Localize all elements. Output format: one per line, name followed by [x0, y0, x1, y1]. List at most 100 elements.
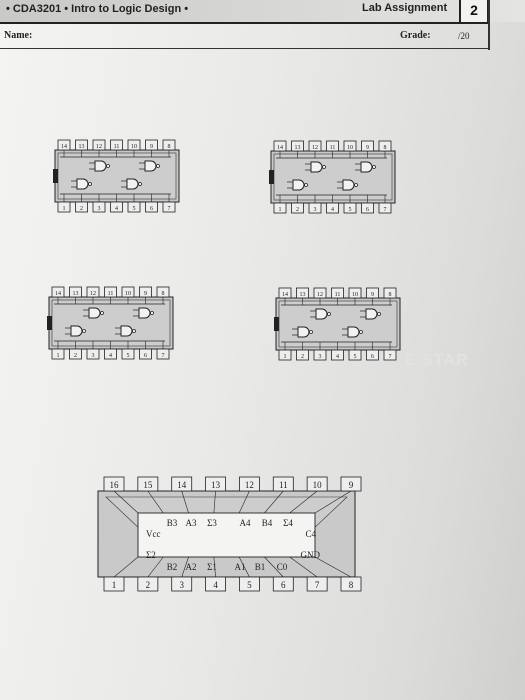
inversion-bubble [309, 330, 313, 334]
chip-pin-label: A1 [235, 562, 246, 572]
pin-number: 5 [247, 580, 252, 590]
pin-number: 13 [295, 145, 301, 151]
pin-lead [314, 556, 352, 578]
chip-pin-label: Σ4 [283, 518, 293, 528]
nand-gate-icon [365, 308, 378, 320]
inversion-bubble [106, 164, 110, 168]
nand-gate-icon [347, 326, 360, 338]
pin-number: 3 [98, 206, 101, 212]
pin-number: 3 [319, 354, 322, 360]
pin-number: 12 [245, 480, 254, 490]
vcc-label: Vcc [146, 529, 161, 539]
pin-number: 2 [301, 354, 304, 360]
header-border [488, 0, 490, 50]
pin-lead [238, 490, 250, 514]
chip-inner-body [278, 300, 398, 348]
pin-number: 6 [144, 353, 147, 359]
pin-number: 14 [277, 145, 283, 151]
nand-gate-icon [292, 179, 305, 191]
chip-notch [53, 169, 58, 183]
name-label: Name: [4, 30, 33, 41]
pin-number: 7 [389, 354, 392, 360]
inversion-bubble [88, 182, 92, 186]
pin-number: 4 [109, 353, 112, 359]
pin-number: 5 [354, 354, 357, 360]
nand-gate-icon [342, 179, 355, 191]
chip-notch [274, 317, 279, 331]
pin-number: 3 [314, 207, 317, 213]
nand-gate-icon [144, 160, 157, 172]
nand-gate-icon [360, 161, 373, 173]
pin-lead [147, 490, 164, 514]
pin-number: 13 [300, 292, 306, 298]
grade-label: Grade: [400, 30, 431, 41]
pin-number: 9 [150, 144, 153, 150]
pin-number: 7 [162, 353, 165, 359]
pin-number: 3 [179, 580, 184, 590]
nand-gate-icon [120, 325, 133, 337]
pin-number: 1 [284, 354, 287, 360]
chip-pin-label: A4 [240, 518, 251, 528]
chip-pin-label: B4 [262, 518, 273, 528]
chip-pin-label: A3 [186, 518, 197, 528]
inversion-bubble [82, 329, 86, 333]
pin-number: 11 [279, 480, 288, 490]
pin-number: 4 [115, 206, 118, 212]
pin-number: 6 [371, 354, 374, 360]
pin-number: 2 [296, 207, 299, 213]
pin-number: 1 [279, 207, 282, 213]
nand-gate-icon [138, 307, 151, 319]
pin-number: 10 [313, 480, 323, 490]
pin-number: 4 [336, 354, 339, 360]
pin-number: 13 [211, 480, 221, 490]
course-title: • CDA3201 • Intro to Logic Design • [6, 3, 189, 15]
pin-lead [181, 556, 189, 578]
pin-number: 10 [347, 145, 353, 151]
pin-lead [314, 490, 352, 514]
pin-number: 5 [127, 353, 130, 359]
pin-number: 8 [389, 292, 392, 298]
pin-number: 10 [352, 292, 358, 298]
pin-lead [213, 490, 216, 514]
pin-number: 4 [331, 207, 334, 213]
gnd-label: GND [301, 550, 321, 560]
background-watermark: E STAR [405, 352, 469, 369]
inversion-bubble [156, 164, 160, 168]
pin-number: 12 [96, 144, 102, 150]
pin-lead [181, 490, 189, 514]
pin-number: 15 [143, 480, 153, 490]
nand-gate-icon [315, 308, 328, 320]
pin-number: 5 [133, 206, 136, 212]
sigma2-label: Σ2 [146, 550, 156, 560]
pin-number: 4 [213, 580, 218, 590]
pin-number: 6 [150, 206, 153, 212]
inversion-bubble [138, 182, 142, 186]
chip-pin-label: Σ3 [207, 518, 217, 528]
inversion-bubble [150, 311, 154, 315]
pin-number: 7 [168, 206, 171, 212]
inversion-bubble [100, 311, 104, 315]
chip-notch [47, 316, 52, 330]
pin-number: 12 [317, 292, 323, 298]
pin-lead [213, 556, 216, 578]
chip-label-area [137, 512, 316, 558]
nand-gate-icon [94, 160, 107, 172]
pin-number: 7 [384, 207, 387, 213]
inversion-bubble [322, 165, 326, 169]
pin-lead [289, 556, 318, 578]
pin-number: 14 [55, 291, 61, 297]
pin-lead [264, 556, 284, 578]
chip-pin-label: B2 [167, 562, 178, 572]
pin-number: 13 [79, 144, 85, 150]
nand-gate-icon [88, 307, 101, 319]
pin-number: 10 [125, 291, 131, 297]
inversion-bubble [354, 183, 358, 187]
chip-pin-label: Σ1 [207, 562, 217, 572]
pin-lead [264, 490, 284, 514]
pin-number: 8 [168, 144, 171, 150]
pin-number: 14 [61, 144, 67, 150]
